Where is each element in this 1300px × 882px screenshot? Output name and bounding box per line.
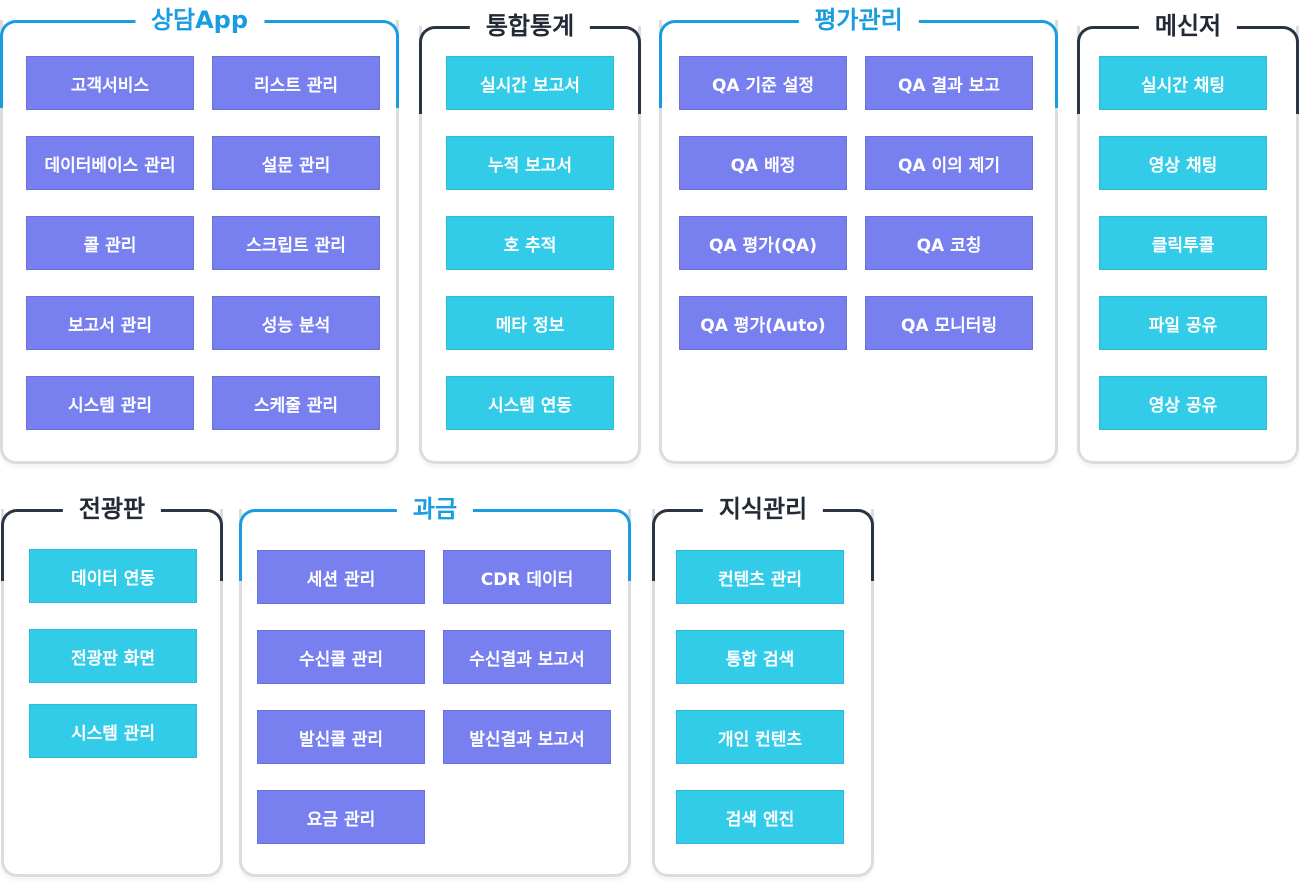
menu-item-report-management[interactable]: 보고서 관리 <box>26 296 194 350</box>
panel-billing: 과금 세션 관리 CDR 데이터 수신콜 관리 수신결과 보고서 발신콜 관리 … <box>239 490 631 877</box>
menu-item-qa-evaluation[interactable]: QA 평가(QA) <box>679 216 847 270</box>
menu-item-script-management[interactable]: 스크립트 관리 <box>212 216 380 270</box>
menu-item-realtime-report[interactable]: 실시간 보고서 <box>446 56 614 110</box>
menu-item-system-management[interactable]: 시스템 관리 <box>26 376 194 430</box>
panel-title: 통합통계 <box>469 7 591 45</box>
panel-qa-management: 평가관리 QA 기준 설정 QA 결과 보고 QA 배정 QA 이의 제기 QA… <box>659 1 1058 464</box>
menu-item-outbound-call-management[interactable]: 발신콜 관리 <box>257 710 425 764</box>
menu-item-session-management[interactable]: 세션 관리 <box>257 550 425 604</box>
menu-item-list-management[interactable]: 리스트 관리 <box>212 56 380 110</box>
menu-item-inbound-call-management[interactable]: 수신콜 관리 <box>257 630 425 684</box>
menu-item-system-integration[interactable]: 시스템 연동 <box>446 376 614 430</box>
menu-item-content-management[interactable]: 컨텐츠 관리 <box>676 550 844 604</box>
menu-item-qa-criteria[interactable]: QA 기준 설정 <box>679 56 847 110</box>
menu-item-video-chat[interactable]: 영상 채팅 <box>1099 136 1267 190</box>
panel-title: 과금 <box>396 490 474 528</box>
menu-item-qa-evaluation-auto[interactable]: QA 평가(Auto) <box>679 296 847 350</box>
menu-item-file-sharing[interactable]: 파일 공유 <box>1099 296 1267 350</box>
menu-item-survey-management[interactable]: 설문 관리 <box>212 136 380 190</box>
menu-item-meta-info[interactable]: 메타 정보 <box>446 296 614 350</box>
menu-item-performance-analysis[interactable]: 성능 분석 <box>212 296 380 350</box>
menu-item-rate-management[interactable]: 요금 관리 <box>257 790 425 844</box>
menu-item-board-system-management[interactable]: 시스템 관리 <box>29 704 197 758</box>
panel-integrated-stats: 통합통계 실시간 보고서 누적 보고서 호 추적 메타 정보 시스템 연동 <box>419 7 641 464</box>
menu-item-personal-content[interactable]: 개인 컨텐츠 <box>676 710 844 764</box>
menu-item-qa-coaching[interactable]: QA 코칭 <box>865 216 1033 270</box>
menu-item-call-tracking[interactable]: 호 추적 <box>446 216 614 270</box>
panel-title: 지식관리 <box>702 490 824 528</box>
menu-item-search-engine[interactable]: 검색 엔진 <box>676 790 844 844</box>
menu-item-qa-result-report[interactable]: QA 결과 보고 <box>865 56 1033 110</box>
panel-messenger: 메신저 실시간 채팅 영상 채팅 클릭투콜 파일 공유 영상 공유 <box>1077 7 1299 464</box>
menu-item-video-sharing[interactable]: 영상 공유 <box>1099 376 1267 430</box>
menu-item-integrated-search[interactable]: 통합 검색 <box>676 630 844 684</box>
menu-item-cumulative-report[interactable]: 누적 보고서 <box>446 136 614 190</box>
menu-item-inbound-result-report[interactable]: 수신결과 보고서 <box>443 630 611 684</box>
menu-item-customer-service[interactable]: 고객서비스 <box>26 56 194 110</box>
panel-title: 평가관리 <box>798 1 919 39</box>
menu-item-call-management[interactable]: 콜 관리 <box>26 216 194 270</box>
menu-item-database-management[interactable]: 데이터베이스 관리 <box>26 136 194 190</box>
panel-consult-app: 상담App 고객서비스 리스트 관리 데이터베이스 관리 설문 관리 콜 관리 … <box>0 1 399 464</box>
panel-knowledge-management: 지식관리 컨텐츠 관리 통합 검색 개인 컨텐츠 검색 엔진 <box>652 490 874 877</box>
menu-item-cdr-data[interactable]: CDR 데이터 <box>443 550 611 604</box>
panel-display-board: 전광판 데이터 연동 전광판 화면 시스템 관리 <box>1 490 223 877</box>
menu-item-outbound-result-report[interactable]: 발신결과 보고서 <box>443 710 611 764</box>
menu-item-realtime-chat[interactable]: 실시간 채팅 <box>1099 56 1267 110</box>
panel-title: 상담App <box>134 1 265 39</box>
menu-item-qa-objection[interactable]: QA 이의 제기 <box>865 136 1033 190</box>
menu-item-schedule-management[interactable]: 스케줄 관리 <box>212 376 380 430</box>
menu-item-board-screen[interactable]: 전광판 화면 <box>29 629 197 683</box>
panel-title: 메신저 <box>1138 7 1238 45</box>
menu-item-data-integration[interactable]: 데이터 연동 <box>29 549 197 603</box>
menu-item-click-to-call[interactable]: 클릭투콜 <box>1099 216 1267 270</box>
menu-item-qa-assignment[interactable]: QA 배정 <box>679 136 847 190</box>
panel-title: 전광판 <box>62 490 162 528</box>
menu-item-qa-monitoring[interactable]: QA 모니터링 <box>865 296 1033 350</box>
